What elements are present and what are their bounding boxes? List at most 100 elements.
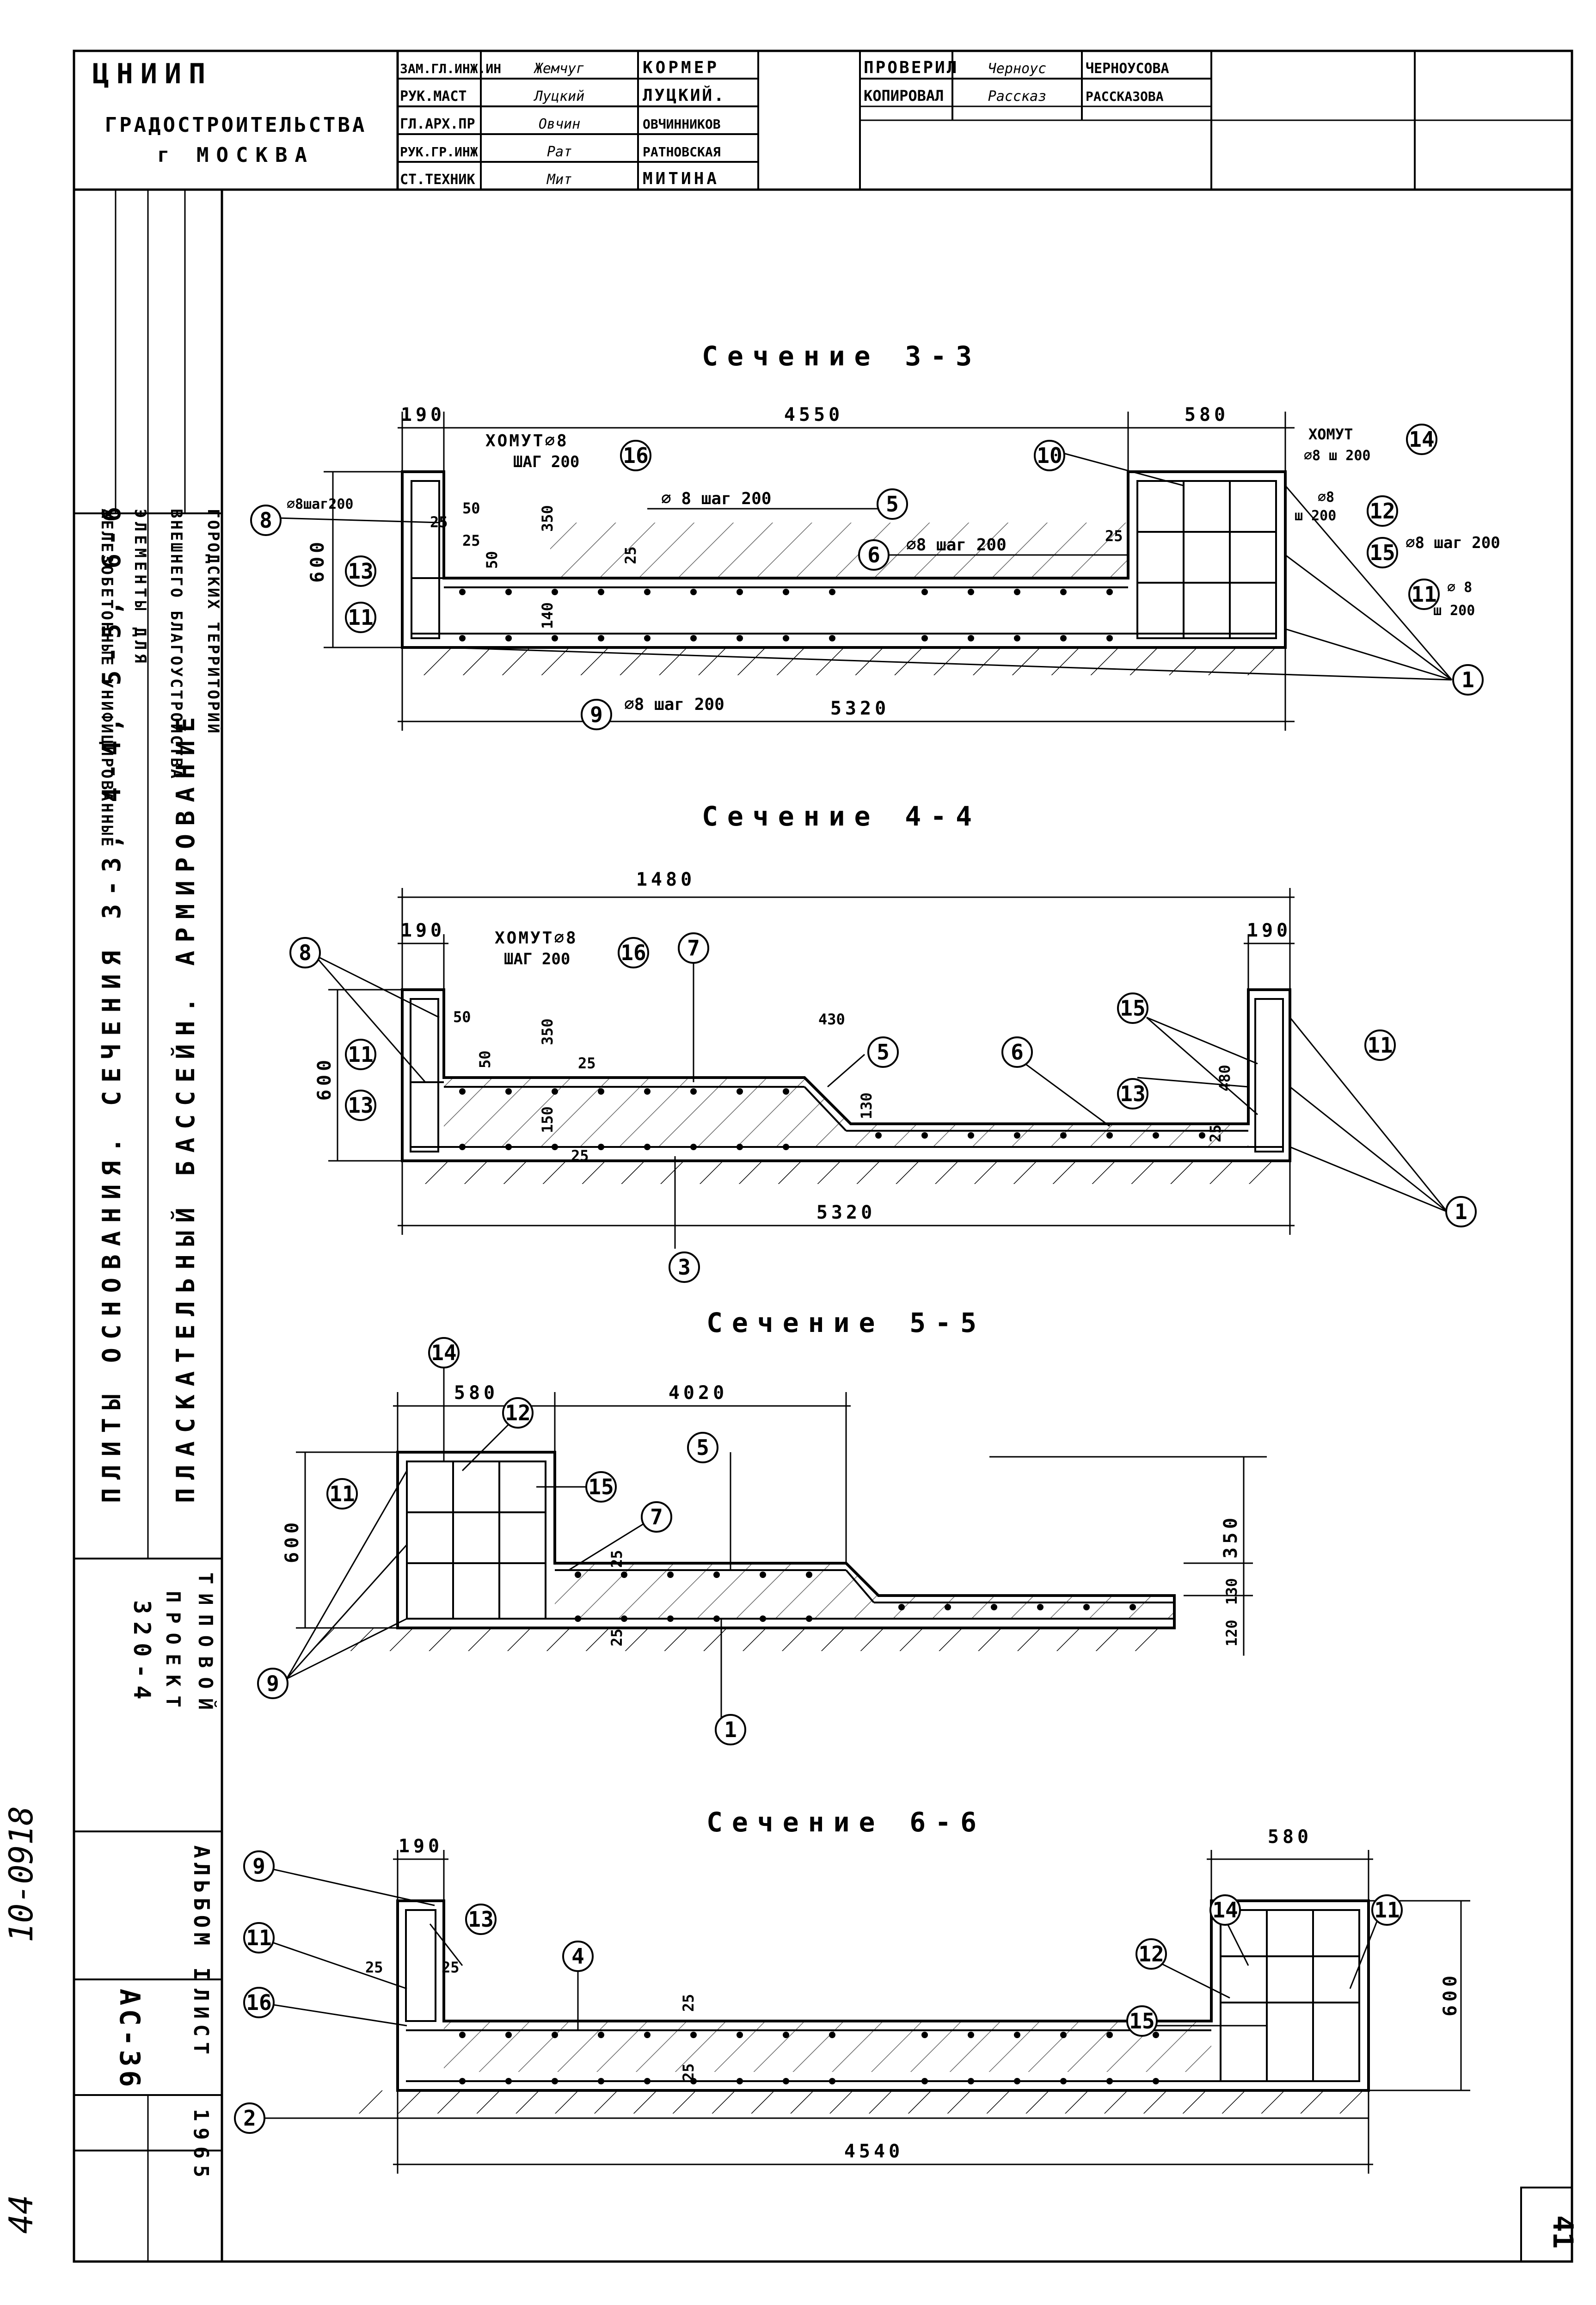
dim-25c: 25 xyxy=(680,1994,697,2012)
mark-14: 14 xyxy=(1212,1898,1238,1923)
dim-600: 600 xyxy=(307,538,328,583)
title-block: ЦНИИП ГРАДОСТРОИТЕЛЬСТВА г МОСКВА ЗАМ.ГЛ… xyxy=(92,58,1169,188)
mark-10: 10 xyxy=(1037,443,1062,468)
tb-role-4: СТ.ТЕХНИК xyxy=(400,172,475,188)
note-6: ⌀8 шаг 200 xyxy=(906,536,1007,555)
note-r11a: ⌀ 8 xyxy=(1447,579,1472,596)
mark-16: 16 xyxy=(620,940,646,965)
tb-role-0: ЗАМ.ГЛ.ИНЖ.ИН xyxy=(400,61,501,76)
hand-no: 44 xyxy=(2,2195,40,2234)
dim-25b: 25 xyxy=(442,1959,460,1976)
mark-11r: 11 xyxy=(1411,582,1436,607)
side-stamp: ЖЕЛЕЗОБЕТОННЫЕ УНИФИЦИРОВАННЫЕ ЭЛЕМЕНТЫ … xyxy=(2,499,1579,2249)
mark-8: 8 xyxy=(259,508,272,533)
mark-5: 5 xyxy=(696,1435,709,1460)
dim-350: 350 xyxy=(539,505,556,532)
tb-role-3: РУК.ГР.ИНЖ xyxy=(400,144,478,160)
archive-no: 10-0918 xyxy=(2,1806,40,1942)
dim-25d: 25 xyxy=(680,2063,697,2081)
tb-role-1: РУК.МАСТ xyxy=(400,88,467,105)
dim-130: 130 xyxy=(858,1092,875,1119)
section-title: Сечение 3-3 xyxy=(702,340,981,372)
dim-120: 120 xyxy=(1223,1620,1240,1646)
dim-480: 480 xyxy=(1216,1065,1234,1091)
dim-50b: 50 xyxy=(476,1050,494,1068)
mark-15: 15 xyxy=(588,1474,614,1499)
note-9: ⌀8 шаг 200 xyxy=(624,695,724,714)
stamp-col3: ВНЕШНЕГО БЛАГОУСТРОЙСТВА xyxy=(167,509,186,780)
tb-sign-1: Луцкий xyxy=(533,88,584,105)
note-step: ШАГ 200 xyxy=(504,950,570,968)
sheet-no: АС-36 xyxy=(113,1989,146,2091)
dim-4020: 4020 xyxy=(669,1382,728,1404)
dim-140: 140 xyxy=(539,602,556,629)
mark-11: 11 xyxy=(348,1042,373,1067)
dim-600: 600 xyxy=(1440,1972,1461,2016)
dim-4540: 4540 xyxy=(844,2141,903,2162)
page-no: 41 xyxy=(1547,2215,1579,2249)
dim-5320: 5320 xyxy=(816,1202,876,1223)
dim-25b: 25 xyxy=(608,1628,626,1646)
check-role-0: ПРОВЕРИЛ xyxy=(864,58,958,77)
tb-name-0: КОРМЕР xyxy=(643,58,719,77)
mark-12: 12 xyxy=(1138,1941,1164,1966)
section-title: Сечение 5-5 xyxy=(706,1307,986,1338)
mark-15: 15 xyxy=(1129,2009,1154,2034)
dim-25d: 25 xyxy=(1105,527,1123,545)
mark-6: 6 xyxy=(1011,1040,1024,1065)
mark-13r: 13 xyxy=(1120,1081,1145,1106)
mark-9: 9 xyxy=(252,1854,265,1879)
sheet-title-a: ПЛИТЫ ОСНОВАНИЯ. СЕЧЕНИЯ 3-3, 4-4, 5-5, … xyxy=(97,499,126,1503)
mark-16: 16 xyxy=(623,443,648,468)
dim-25a: 25 xyxy=(608,1550,626,1568)
note-r11b: ш 200 xyxy=(1433,603,1475,619)
dim-190l: 190 xyxy=(401,920,445,941)
mark-5: 5 xyxy=(877,1040,890,1065)
mark-9: 9 xyxy=(266,1671,279,1696)
dim-600: 600 xyxy=(314,1056,335,1101)
org-dept: ГРАДОСТРОИТЕЛЬСТВА xyxy=(105,113,367,137)
org-city: г МОСКВА xyxy=(157,143,314,167)
tb-sign-2: Овчин xyxy=(539,116,580,132)
dim-430: 430 xyxy=(818,1011,845,1028)
check-name-1: РАССКАЗОВА xyxy=(1086,89,1164,104)
note-r12a: ⌀8 xyxy=(1318,489,1334,505)
mark-14: 14 xyxy=(1409,427,1434,452)
mark-13: 13 xyxy=(348,559,373,584)
stamp-col2: ЭЛЕМЕНТЫ ДЛЯ xyxy=(131,509,149,667)
project-a: ТИПОВОЙ xyxy=(194,1572,217,1719)
section-title: Сечение 6-6 xyxy=(706,1806,986,1838)
dim-25b: 25 xyxy=(462,532,480,549)
sheet-frame xyxy=(73,49,1573,2263)
mark-9: 9 xyxy=(590,702,603,727)
mark-11r: 11 xyxy=(1374,1898,1400,1923)
mark-13: 13 xyxy=(468,1907,493,1932)
dim-190r: 190 xyxy=(1247,920,1291,941)
year: 1965 xyxy=(189,2109,213,2184)
dim-150: 150 xyxy=(539,1106,556,1133)
org-name: ЦНИИП xyxy=(92,58,213,90)
dim-190: 190 xyxy=(401,404,445,425)
mark-15: 15 xyxy=(1369,540,1395,565)
note-stirrup: ХОМУТ⌀8 xyxy=(485,431,569,450)
dim-580: 580 xyxy=(454,1382,498,1404)
tb-sign-3: Рат xyxy=(547,144,572,160)
check-role-1: КОПИРОВАЛ xyxy=(864,87,944,105)
dim-350: 350 xyxy=(539,1018,556,1045)
mark-7: 7 xyxy=(687,936,700,961)
mark-11: 11 xyxy=(246,1925,271,1950)
note-r-stirrup2: ⌀8 ш 200 xyxy=(1304,448,1371,464)
tb-name-3: РАТНОВСКАЯ xyxy=(643,144,721,160)
project-c: 320-4 xyxy=(129,1600,155,1707)
mark-12: 12 xyxy=(1369,499,1395,524)
tb-role-2: ГЛ.АРХ.ПР xyxy=(400,116,475,132)
section-title: Сечение 4-4 xyxy=(702,801,981,832)
section-4-4: Сечение 4-4 xyxy=(289,801,1477,1283)
sheet-label: ЛИСТ xyxy=(189,1989,213,2060)
tb-sign-4: Мит xyxy=(546,172,572,188)
dim-25c: 25 xyxy=(1207,1124,1224,1142)
mark-8: 8 xyxy=(299,940,312,965)
mark-1: 1 xyxy=(724,1717,737,1742)
mark-4: 4 xyxy=(571,1944,584,1969)
